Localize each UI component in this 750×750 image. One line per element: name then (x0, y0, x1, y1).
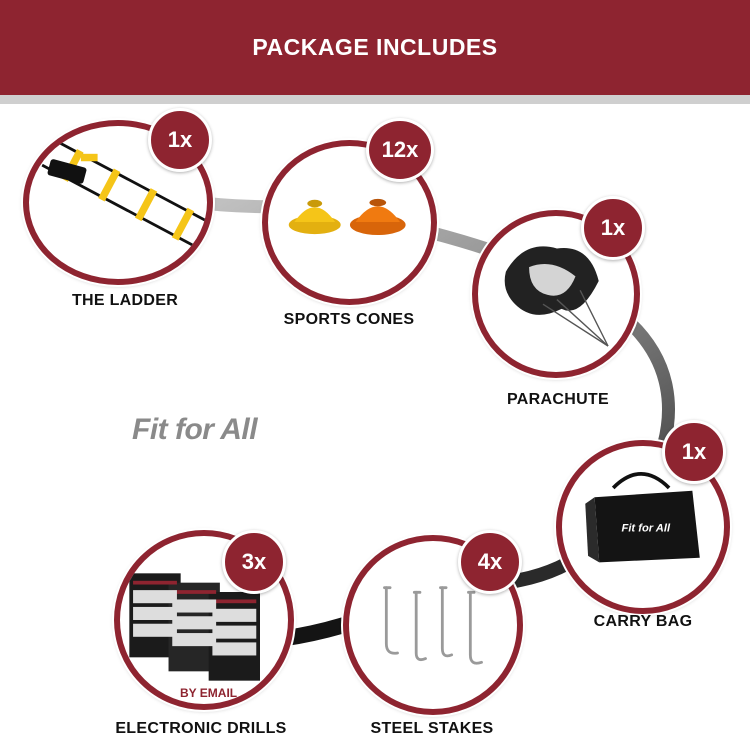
sports-cones-image (288, 198, 406, 236)
cones-label: SPORTS CONES (283, 311, 415, 328)
header-divider (0, 95, 750, 104)
agility-ladder-image (41, 139, 207, 247)
carry-bag-quantity: 1x (681, 439, 707, 464)
carry-bag-quantity-badge: 1x (662, 420, 726, 484)
carry-bag-image: Fit for All (585, 472, 700, 563)
page-title: PACKAGE INCLUDES (252, 34, 498, 60)
ladder-quantity: 1x (167, 127, 193, 152)
parachute-label: PARACHUTE (507, 391, 609, 408)
parachute-image (504, 246, 609, 347)
electronic-drills-quantity-badge: 3x (222, 530, 286, 594)
fit-for-all-logo: Fit for All (132, 413, 258, 446)
parachute-quantity-badge: 1x (581, 196, 645, 260)
steel-stakes-quantity: 4x (477, 549, 503, 574)
ladder-label: THE LADDER (71, 292, 179, 309)
electronic-drills-circle: BY EMAIL (114, 530, 294, 710)
steel-stakes-image (383, 586, 483, 665)
steel-stakes-label: STEEL STAKES (370, 720, 494, 737)
by-email-note: BY EMAIL (180, 686, 238, 700)
parachute-quantity: 1x (600, 215, 626, 240)
carry-bag-label: CARRY BAG (593, 613, 693, 630)
steel-stakes-quantity-badge: 4x (458, 530, 522, 594)
electronic-drills-label: ELECTRONIC DRILLS (115, 720, 287, 737)
ladder-quantity-badge: 1x (148, 108, 212, 172)
cones-quantity-badge: 12x (366, 118, 434, 182)
cones-quantity: 12x (381, 137, 419, 162)
drill-posters-image (129, 573, 260, 681)
bag-logo: Fit for All (622, 523, 671, 535)
header-banner: PACKAGE INCLUDES (0, 0, 750, 95)
electronic-drills-quantity: 3x (241, 549, 267, 574)
ladder-circle (23, 120, 213, 285)
